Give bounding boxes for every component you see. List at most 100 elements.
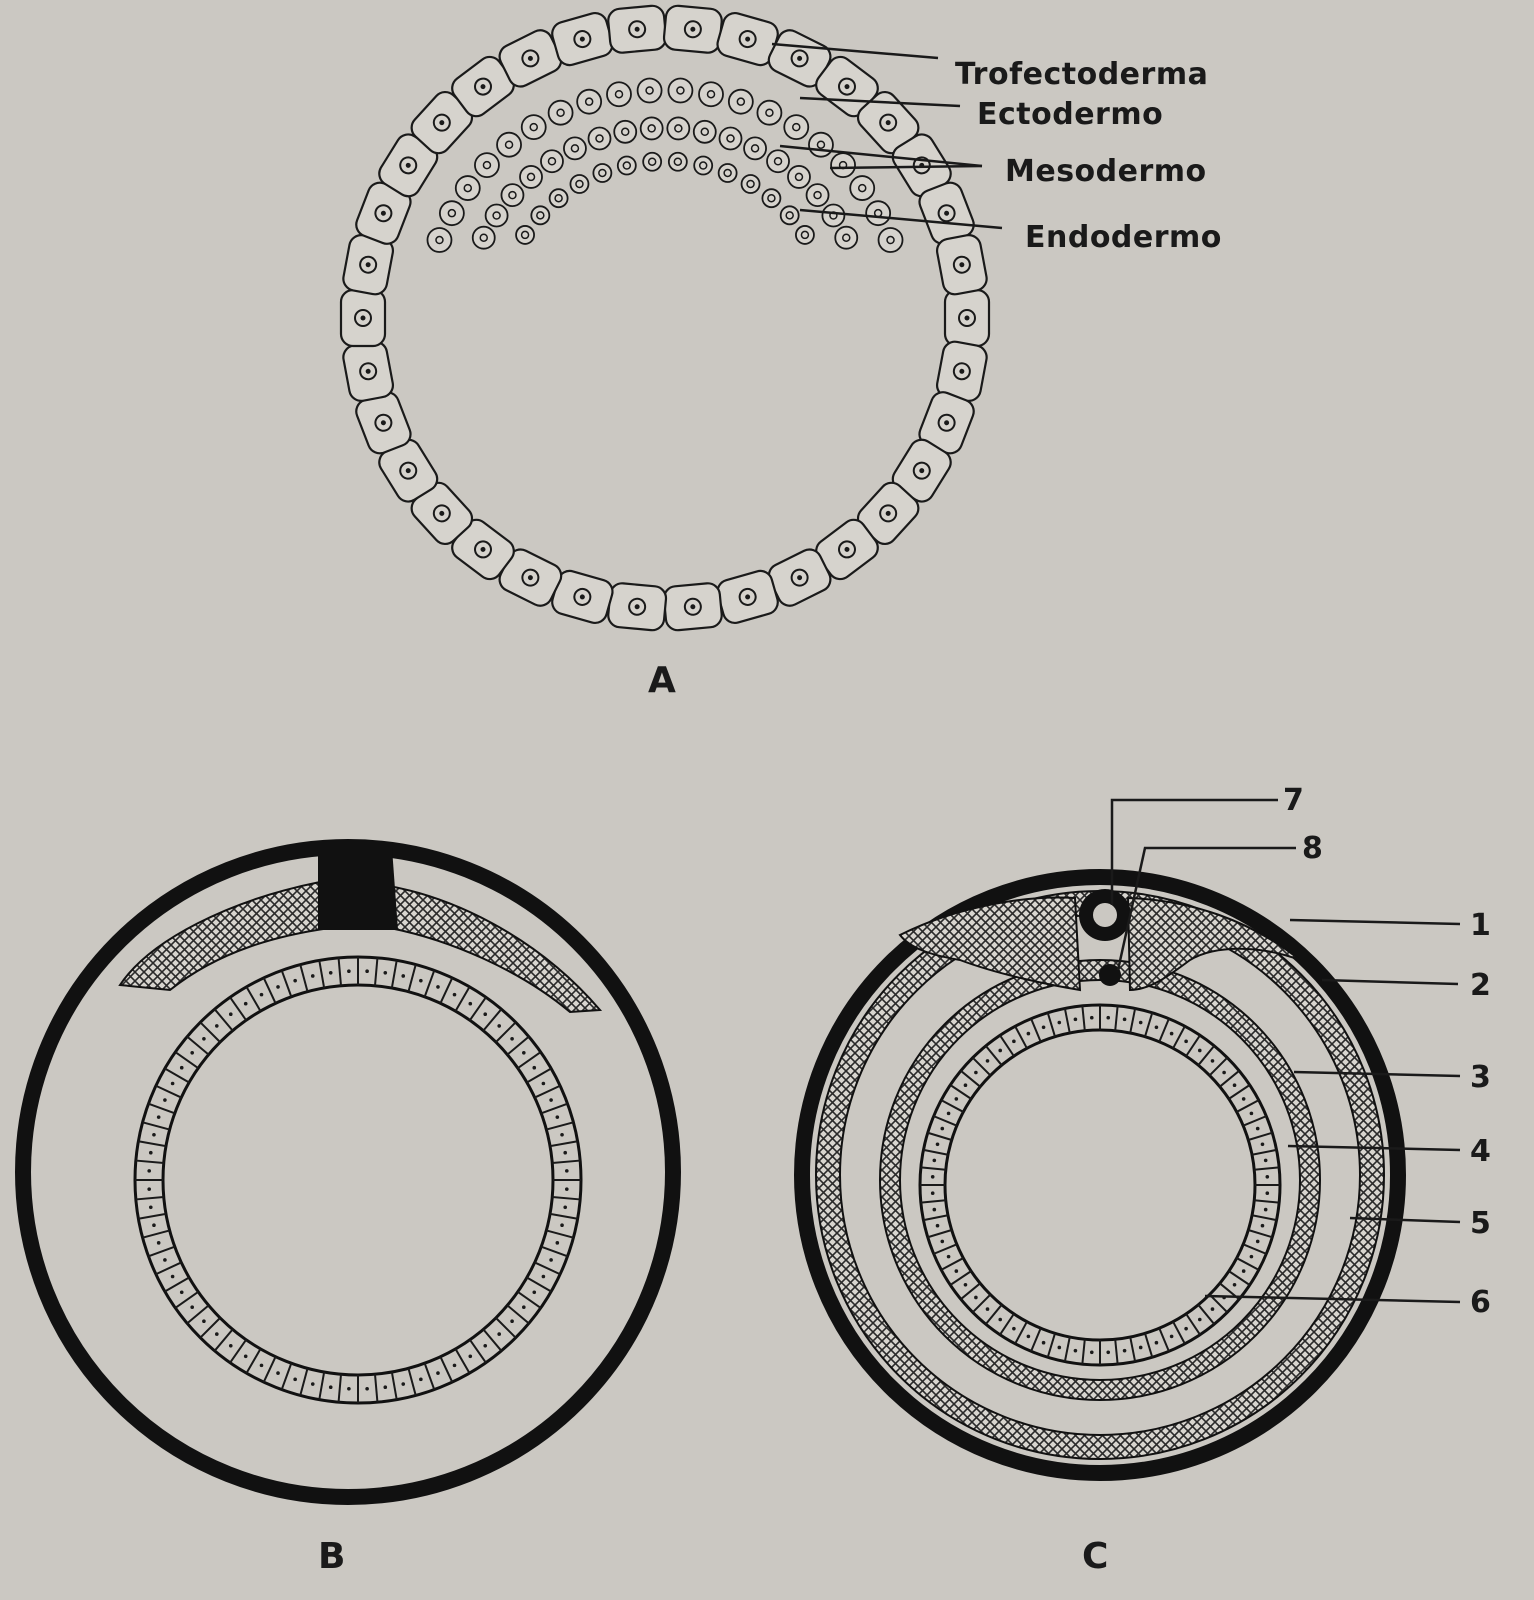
endoderm-cell-wall	[495, 1317, 517, 1339]
inner-mass-cell	[795, 225, 815, 245]
endoderm-cell-wall	[1014, 1025, 1028, 1049]
endoderm-cell-nucleus	[202, 1037, 206, 1041]
inner-mass-cell	[805, 183, 830, 208]
trophectoderm-cell-ring	[339, 4, 991, 632]
endoderm-cell-nucleus	[1255, 1239, 1260, 1244]
endoderm-cell-wall	[373, 1374, 379, 1403]
endoderm-cell-nucleus	[1260, 1223, 1265, 1228]
inner-mass-cell	[471, 225, 496, 250]
endoderm-cell-wall	[318, 1371, 326, 1400]
endoderm-cell-wall	[920, 1199, 946, 1204]
inner-mass-cell	[474, 152, 500, 179]
endoderm-cell-nucleus	[170, 1081, 175, 1086]
endoderm-cell-wall	[142, 1121, 170, 1131]
endoderm-cell-wall	[407, 964, 417, 992]
endoderm-cell-wall	[229, 996, 247, 1021]
endoderm-cell-nucleus	[1012, 1039, 1016, 1044]
endoderm-cell-wall	[148, 1245, 176, 1258]
endoderm-cell-nucleus	[1184, 1326, 1188, 1331]
endoderm-cell-nucleus	[522, 1305, 526, 1310]
endoderm-cell-wall	[186, 1304, 210, 1325]
endoderm-cell-nucleus	[1255, 1126, 1260, 1131]
endoderm-cell-wall	[972, 1293, 992, 1313]
caption-c: C	[1082, 1536, 1108, 1577]
endoderm-cell-nucleus	[1241, 1097, 1246, 1101]
inner-mass-cell	[616, 155, 637, 176]
endoderm-cell-wall	[262, 977, 277, 1004]
inner-mass-cell	[515, 225, 535, 245]
endoderm-cell-nucleus	[1210, 1059, 1215, 1063]
endoderm-cell-wall	[1114, 1005, 1119, 1031]
endoderm-cell-wall	[337, 1374, 343, 1403]
endoderm-cell-wall	[1236, 1099, 1260, 1113]
endoderm-cell-wall	[138, 1212, 167, 1220]
endoderm-cell-nucleus	[179, 1065, 184, 1070]
endoderm-cell-nucleus	[555, 1241, 560, 1245]
endoderm-cell-wall	[390, 960, 398, 989]
endoderm-cell-wall	[1208, 1057, 1228, 1077]
figure-c-outer-membrane	[794, 869, 1406, 1481]
endoderm-cell-nucleus	[1232, 1282, 1237, 1287]
endoderm-cell-wall	[927, 1131, 952, 1141]
endoderm-cell-nucleus	[152, 1132, 156, 1137]
endoderm-cell-wall	[482, 1328, 503, 1352]
endoderm-cell-nucleus	[170, 1274, 175, 1279]
endoderm-cell-wall	[1208, 1293, 1228, 1313]
inner-mass-cell	[639, 116, 664, 141]
inner-mass-cell	[500, 183, 525, 208]
endoderm-cell-wall	[506, 1304, 530, 1325]
figure-c-endoderm-inner	[943, 1028, 1257, 1342]
inner-mass-cell	[787, 165, 811, 189]
endoderm-cell-wall	[1158, 1327, 1170, 1352]
inner-mass-cell	[740, 174, 761, 194]
inner-mass-cell	[454, 175, 481, 201]
endoderm-cell-nucleus	[998, 1317, 1003, 1322]
endoderm-cell-nucleus	[940, 1239, 945, 1244]
endoderm-cell-nucleus	[1169, 1334, 1174, 1339]
caption-a: A	[648, 660, 676, 701]
endoderm-cell-nucleus	[243, 1354, 248, 1359]
endoderm-cell-nucleus	[532, 1065, 537, 1070]
endoderm-cell-nucleus	[163, 1258, 167, 1262]
trophectoderm-cell	[342, 340, 395, 402]
endoderm-cell-nucleus	[1154, 1340, 1159, 1345]
endoderm-cell-wall	[1129, 1336, 1137, 1362]
endoderm-cell-wall	[933, 1243, 958, 1255]
endoderm-cell-wall	[1219, 1070, 1240, 1088]
endoderm-cell-nucleus	[563, 1205, 568, 1210]
endoderm-cell-wall	[262, 1356, 277, 1383]
endoderm-cell-wall	[1030, 1018, 1042, 1043]
endoderm-cell-wall	[1242, 1243, 1267, 1255]
endoderm-cell-wall	[972, 1057, 992, 1077]
endoderm-cell-nucleus	[497, 1024, 501, 1028]
label-5: 5	[1470, 1206, 1491, 1241]
inner-mass-cell	[576, 88, 603, 115]
endoderm-cell-nucleus	[1026, 1334, 1031, 1339]
endoderm-cell-wall	[960, 1282, 981, 1300]
label-7: 7	[1283, 783, 1304, 818]
endoderm-cell-wall	[999, 1313, 1015, 1336]
endoderm-cell-wall	[245, 1348, 262, 1374]
inner-mass-cell	[438, 200, 465, 227]
endoderm-cell-wall	[407, 1368, 417, 1396]
endoderm-cell-wall	[482, 1008, 503, 1032]
endoderm-cell-nucleus	[452, 992, 457, 997]
endoderm-cell-nucleus	[565, 1187, 569, 1191]
figure-b-neural-plate	[318, 848, 398, 930]
endoderm-cell-wall	[960, 1070, 981, 1088]
endoderm-cell-nucleus	[1260, 1142, 1265, 1147]
endoderm-cell-nucleus	[156, 1241, 161, 1245]
inner-mass-cell	[667, 77, 694, 104]
endoderm-cell-wall	[552, 1195, 581, 1201]
trophectoderm-cell	[935, 234, 988, 296]
inner-cell-mass	[426, 77, 904, 253]
endoderm-cell-wall	[923, 1148, 949, 1156]
label-trofectoderma: Trofectoderma	[955, 57, 1208, 92]
endoderm-cell-nucleus	[940, 1126, 945, 1131]
caption-b: B	[318, 1536, 345, 1577]
endoderm-cell-wall	[1185, 1034, 1201, 1057]
inner-mass-cell	[766, 149, 790, 174]
figure-b-embryo-section: B	[15, 839, 681, 1577]
endoderm-cell-nucleus	[452, 1363, 457, 1368]
endoderm-cell-nucleus	[930, 1174, 935, 1179]
